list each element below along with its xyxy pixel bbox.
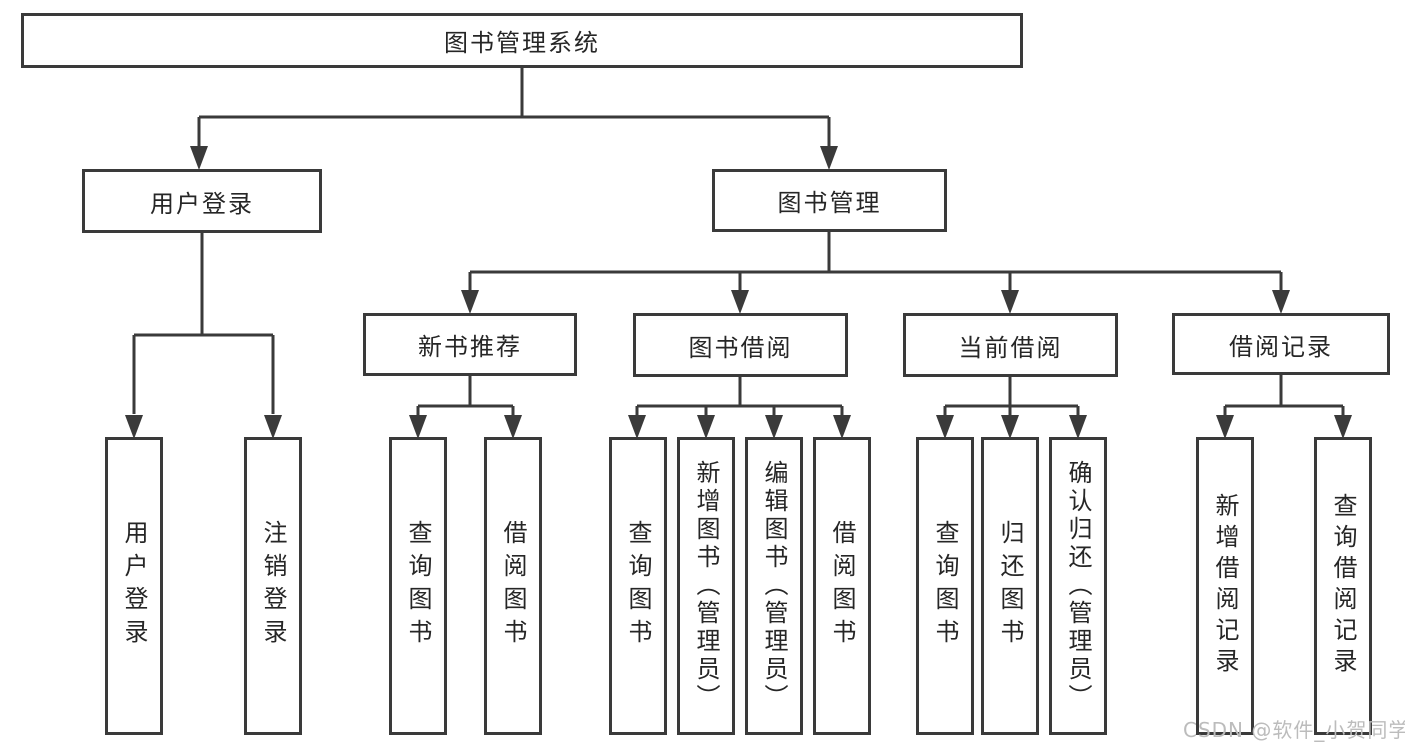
arrow-to-leaf-user-login <box>125 415 143 439</box>
connector-user-login-children <box>132 233 275 414</box>
arrow-to-new-book <box>461 290 479 314</box>
leaf-current-confirm-return-admin-label: 确认归还（管理员） <box>1064 460 1092 712</box>
arrow-br-query <box>1334 415 1352 439</box>
node-book-borrowing-label: 图书借阅 <box>688 333 793 362</box>
arrow-to-user-login <box>190 146 208 170</box>
connector-book-borrow-children <box>635 376 844 415</box>
node-borrow-records-label: 借阅记录 <box>1229 332 1333 361</box>
leaf-current-return-books: 归还图书 <box>981 437 1039 735</box>
node-current-borrowing-label: 当前借阅 <box>958 333 1063 362</box>
node-library-system: 图书管理系统 <box>21 13 1023 68</box>
leaf-current-confirm-return-admin: 确认归还（管理员） <box>1049 437 1107 735</box>
arrow-nb-borrow <box>504 415 522 439</box>
leaf-current-return-books-label: 归还图书 <box>996 520 1024 652</box>
node-library-system-label: 图书管理系统 <box>444 29 600 57</box>
arrow-to-borrow-record <box>1272 290 1290 314</box>
leaf-borrowing-edit-books-admin-label: 编辑图书（管理员） <box>760 460 788 712</box>
arrow-to-book-mgmt <box>820 146 838 170</box>
connector-borrow-record-children <box>1223 375 1345 415</box>
csdn-watermark: CSDN @软件_小贺同学 <box>1183 718 1405 742</box>
leaf-logout-label: 注销登录 <box>259 520 287 652</box>
node-new-book-recommend-label: 新书推荐 <box>418 333 522 361</box>
leaf-borrowing-query-books-label: 查询图书 <box>624 520 652 652</box>
arrowheads <box>125 146 1352 439</box>
arrow-nb-query <box>409 415 427 439</box>
arrow-to-leaf-logout <box>264 415 282 439</box>
arrow-bb-edit <box>765 415 783 439</box>
leaf-borrowing-borrow-books-label: 借阅图书 <box>828 520 856 652</box>
arrow-bb-query <box>628 415 646 439</box>
node-user-login: 用户登录 <box>82 169 322 233</box>
leaf-records-add-record-label: 新增借阅记录 <box>1211 493 1239 679</box>
arrow-cb-query <box>936 415 954 439</box>
leaf-logout: 注销登录 <box>244 437 302 735</box>
node-user-login-label: 用户登录 <box>150 189 254 218</box>
leaf-current-query-books-label: 查询图书 <box>931 520 959 652</box>
leaf-borrowing-edit-books-admin: 编辑图书（管理员） <box>745 437 803 735</box>
node-book-management: 图书管理 <box>712 169 947 232</box>
leaf-user-login: 用户登录 <box>105 437 163 735</box>
arrow-br-add <box>1216 415 1234 439</box>
leaf-borrowing-add-books-admin-label: 新增图书（管理员） <box>692 460 720 712</box>
connector-root-to-level2 <box>197 68 831 146</box>
leaf-newbook-borrow-books-label: 借阅图书 <box>499 520 527 652</box>
node-new-book-recommend: 新书推荐 <box>363 313 577 376</box>
node-borrow-records: 借阅记录 <box>1172 313 1390 375</box>
arrow-cb-confirm <box>1069 415 1087 439</box>
leaf-borrowing-query-books: 查询图书 <box>609 437 667 735</box>
node-current-borrowing: 当前借阅 <box>903 313 1118 377</box>
leaf-records-add-record: 新增借阅记录 <box>1196 437 1254 735</box>
arrow-bb-borrow <box>833 415 851 439</box>
connector-current-borrow-children <box>943 376 1080 415</box>
arrow-to-current-borrow <box>1001 290 1019 314</box>
connector-new-book-children <box>416 376 515 415</box>
node-book-borrowing: 图书借阅 <box>633 313 848 377</box>
leaf-borrowing-add-books-admin: 新增图书（管理员） <box>677 437 735 735</box>
leaf-records-query-record: 查询借阅记录 <box>1314 437 1372 735</box>
leaf-current-query-books: 查询图书 <box>916 437 974 735</box>
arrow-cb-return <box>1001 415 1019 439</box>
leaf-newbook-query-books: 查询图书 <box>389 437 447 735</box>
leaf-borrowing-borrow-books: 借阅图书 <box>813 437 871 735</box>
leaf-newbook-borrow-books: 借阅图书 <box>484 437 542 735</box>
arrow-bb-add <box>697 415 715 439</box>
leaf-newbook-query-books-label: 查询图书 <box>404 520 432 652</box>
connector-book-mgmt-to-level3 <box>468 232 1283 290</box>
leaf-records-query-record-label: 查询借阅记录 <box>1329 493 1357 679</box>
arrow-to-book-borrow <box>731 290 749 314</box>
leaf-user-login-label: 用户登录 <box>120 520 148 652</box>
node-book-management-label: 图书管理 <box>777 189 882 217</box>
